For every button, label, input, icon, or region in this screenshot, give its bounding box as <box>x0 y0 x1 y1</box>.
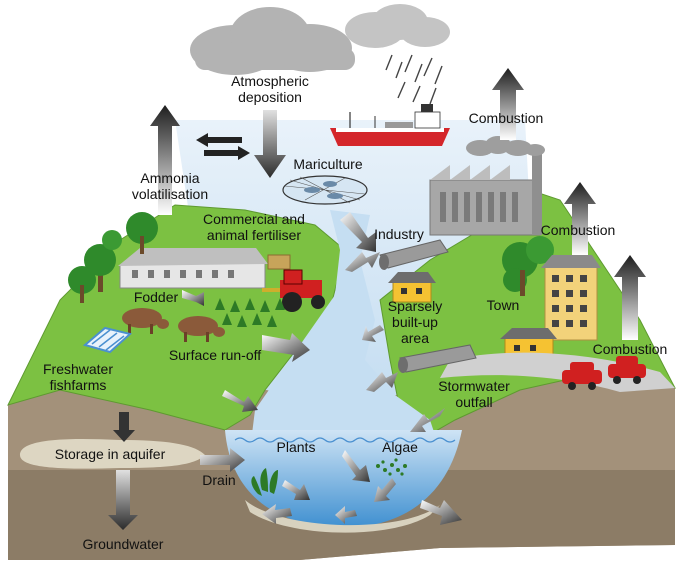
car-right <box>608 356 646 384</box>
arrow-exchange-left <box>196 133 242 147</box>
lake-bed <box>245 500 440 533</box>
label-surface-run-off: Surface run-off <box>168 347 262 363</box>
label-plants: Plants <box>276 439 316 455</box>
river <box>250 210 440 450</box>
industry-smoke <box>466 136 545 156</box>
label-industry: Industry <box>374 226 424 242</box>
label-drain: Drain <box>202 472 236 488</box>
arrow-ammonia-up <box>150 105 180 215</box>
arrow-aquifer-down <box>113 412 135 442</box>
arrow-combustion-bottom-up <box>614 255 646 340</box>
trees-right <box>502 236 554 296</box>
aquifer-shape <box>20 438 205 469</box>
cow-right <box>178 316 225 342</box>
arrow-exchange-right <box>204 146 250 160</box>
label-town: Town <box>486 297 520 313</box>
lake-basin <box>225 430 462 528</box>
label-combustion-bottom: Combustion <box>592 341 668 357</box>
farm-barn <box>118 248 291 289</box>
label-mariculture: Mariculture <box>293 156 363 172</box>
cow-left <box>122 308 169 334</box>
house-sparse <box>388 272 436 303</box>
label-storage-in-aquifer: Storage in aquifer <box>54 446 166 462</box>
label-algae: Algae <box>382 439 418 455</box>
label-combustion-middle: Combustion <box>540 222 616 238</box>
lake-plants <box>251 468 278 496</box>
flow-arrows <box>182 212 462 525</box>
label-groundwater: Groundwater <box>82 536 164 552</box>
trees-left <box>68 212 158 303</box>
arrow-atmospheric-down <box>254 110 286 178</box>
tractor <box>262 269 325 312</box>
label-combustion-top: Combustion <box>468 110 544 126</box>
arrow-groundwater-down <box>108 470 138 530</box>
factory-illustration <box>429 150 542 236</box>
label-fodder: Fodder <box>133 289 179 305</box>
apartment-building <box>541 255 601 341</box>
arrow-combustion-mid-up <box>564 182 596 255</box>
ship-illustration <box>330 104 450 146</box>
lake-algae <box>376 458 407 476</box>
cloud-right <box>345 4 450 48</box>
rain-streaks <box>385 54 443 105</box>
cloud-left <box>190 7 355 75</box>
industry-outfall-pipe <box>379 239 449 270</box>
stormwater-pipe <box>398 344 477 373</box>
mariculture-net <box>282 175 368 205</box>
arrow-combustion-top-up <box>492 68 524 140</box>
crops <box>215 298 285 327</box>
lake-surface-waves <box>234 437 456 443</box>
car-left <box>562 362 602 390</box>
fishfarm-pond <box>82 326 133 354</box>
